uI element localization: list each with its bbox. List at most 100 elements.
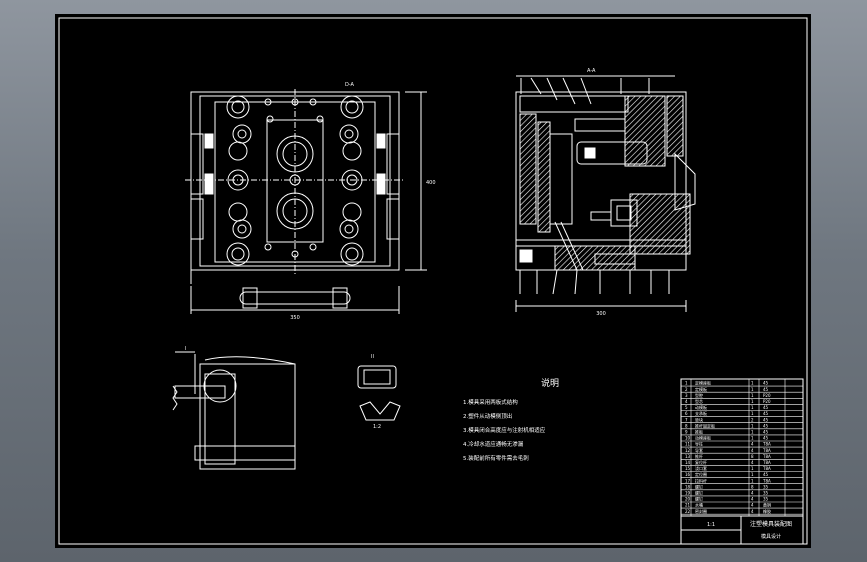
note-line: 2.塑件从动模侧顶出 <box>463 412 512 420</box>
bom-cell-qty: 1 <box>751 430 754 435</box>
side-dimension: 300 <box>596 311 606 317</box>
bom-cell-no: 12 <box>685 448 691 453</box>
bom-cell-name: 推板 <box>695 429 703 435</box>
detail-view-one: I <box>172 346 296 470</box>
bom-cell-no: 2 <box>685 387 688 392</box>
bom-cell-qty: 1 <box>751 381 754 386</box>
bom-cell-material: 45 <box>763 417 769 422</box>
bom-cell-material: T8A <box>762 442 771 447</box>
bom-cell-name: 定模板 <box>695 386 707 392</box>
bom-cell-material: T8A <box>762 460 771 465</box>
bom-cell-no: 5 <box>685 405 688 410</box>
bom-cell-no: 9 <box>685 430 688 435</box>
bom-cell-name: 水嘴 <box>695 502 703 508</box>
bom-cell-no: 1 <box>685 381 688 386</box>
bom-cell-qty: 4 <box>751 509 754 514</box>
bom-cell-material: 35 <box>763 497 769 502</box>
bom-cell-material: 橡胶 <box>763 508 771 514</box>
bom-cell-qty: 1 <box>751 387 754 392</box>
bom-cell-qty: 4 <box>751 491 754 496</box>
bom-cell-no: 21 <box>685 503 691 508</box>
bom-cell-no: 4 <box>685 399 688 404</box>
note-line: 1.模具采用两板式结构 <box>463 398 518 406</box>
bom-cell-name: 动模座板 <box>695 435 711 441</box>
note-line: 4.冷却水道应通畅无渗漏 <box>463 440 524 448</box>
bom-cell-name: 型腔 <box>695 392 703 398</box>
detail-view-two: II 1:2 <box>357 354 401 430</box>
cad-drawing: 350 400 D-A <box>58 17 808 545</box>
drawing-school: 模具设计 <box>761 533 781 540</box>
bom-cell-material: 黄铜 <box>763 502 771 508</box>
bom-cell-no: 18 <box>685 484 691 489</box>
bom-cell-no: 22 <box>685 509 691 514</box>
detail-scale: 1:2 <box>373 424 381 430</box>
bom-cell-material: 35 <box>763 491 769 496</box>
bom-cell-name: 推杆固定板 <box>695 422 715 428</box>
bom-cell-material: 45 <box>763 423 769 428</box>
bom-cell-no: 3 <box>685 393 688 398</box>
bom-cell-material: 45 <box>763 381 769 386</box>
height-dimension: 400 <box>426 180 436 186</box>
note-line: 5.装配前所有零件需去毛刺 <box>463 454 529 462</box>
bom-cell-material: T8A <box>762 448 771 453</box>
drawing-frame <box>58 17 808 545</box>
bom-cell-material: P20 <box>763 399 771 404</box>
bom-cell-name: 型芯 <box>695 398 703 404</box>
section-view: A-A 300 <box>515 68 696 317</box>
bom-cell-name: 定位圈 <box>695 471 707 477</box>
notes-title: 说明 <box>541 377 559 389</box>
bom-cell-name: 螺钉 <box>695 490 703 496</box>
bom-cell-name: 导柱 <box>695 441 703 447</box>
bom-cell-qty: 4 <box>751 448 754 453</box>
bom-cell-name: 支承板 <box>695 410 707 416</box>
technical-notes: 说明 1.模具采用两板式结构 2.塑件从动模侧顶出 3.模具闭合高度应与注射机相… <box>463 377 559 462</box>
bom-cell-no: 20 <box>685 497 691 502</box>
bom-cell-qty: 1 <box>751 393 754 398</box>
section-mark: A-A <box>587 68 596 74</box>
bom-cell-name: 定模座板 <box>695 380 711 386</box>
bom-cell-no: 8 <box>685 423 688 428</box>
bom-cell-qty: 8 <box>751 484 754 489</box>
bom-cell-name: 动模板 <box>695 404 707 410</box>
bom-cell-material: T8A <box>762 454 771 459</box>
bom-cell-qty: 4 <box>751 503 754 508</box>
bom-cell-name: 复位杆 <box>695 459 707 465</box>
top-view-mark: D-A <box>345 82 355 88</box>
bom-cell-name: 推杆 <box>695 453 703 459</box>
bom-cell-material: T8A <box>762 478 771 483</box>
bom-cell-qty: 1 <box>751 478 754 483</box>
bom-cell-qty: 1 <box>751 399 754 404</box>
bom-cell-qty: 1 <box>751 472 754 477</box>
bom-cell-material: 45 <box>763 472 769 477</box>
bom-cell-no: 17 <box>685 478 691 483</box>
bom-cell-material: T8A <box>762 466 771 471</box>
note-line: 3.模具闭合高度应与注射机相适应 <box>463 426 546 434</box>
detail-two-mark: II <box>371 354 374 360</box>
bom-cell-name: 垫块 <box>695 416 703 422</box>
bom-cell-material: 45 <box>763 436 769 441</box>
bom-cell-material: 35 <box>763 484 769 489</box>
bom-cell-qty: 4 <box>751 497 754 502</box>
bom-cell-material: 45 <box>763 411 769 416</box>
bom-cell-name: 螺钉 <box>695 483 703 489</box>
detail-one-mark: I <box>185 346 186 352</box>
bom-cell-qty: 2 <box>751 417 754 422</box>
bom-cell-no: 13 <box>685 454 691 459</box>
bom-cell-qty: 1 <box>751 436 754 441</box>
drawing-scale: 1:1 <box>707 522 715 528</box>
bom-cell-name: 密封圈 <box>695 508 707 514</box>
bom-cell-name: 浇口套 <box>695 465 707 471</box>
bom-cell-qty: 1 <box>751 423 754 428</box>
bom-cell-qty: 4 <box>751 442 754 447</box>
bom-cell-no: 14 <box>685 460 691 465</box>
bom-cell-no: 10 <box>685 436 691 441</box>
bom-cell-no: 11 <box>685 442 691 447</box>
bom-cell-material: 45 <box>763 387 769 392</box>
bom-cell-material: P20 <box>763 393 771 398</box>
bom-cell-qty: 4 <box>751 460 754 465</box>
top-view: 350 400 D-A <box>185 82 436 321</box>
bom-cell-no: 19 <box>685 491 691 496</box>
bom-cell-name: 拉料杆 <box>695 477 707 483</box>
